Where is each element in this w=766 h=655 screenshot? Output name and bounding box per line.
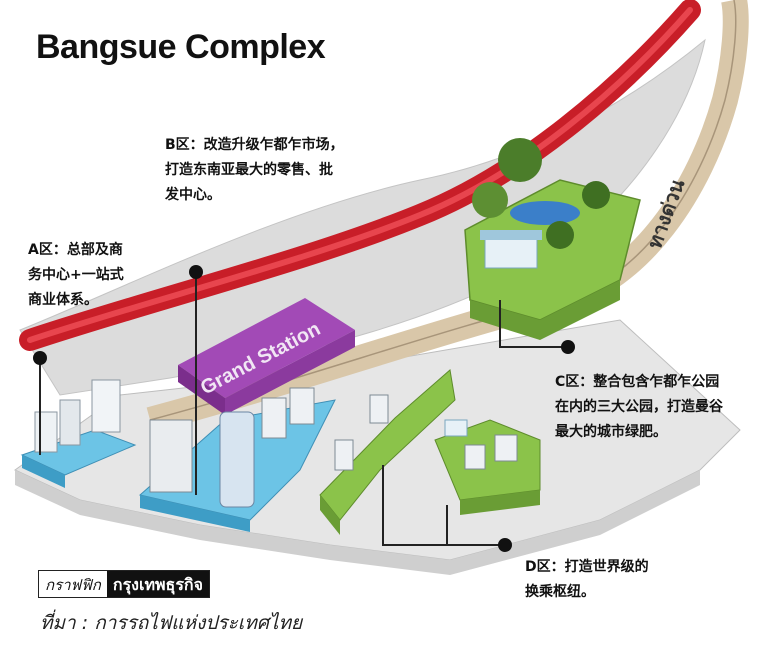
zone-c-line: 在内的三大公园，打造曼谷 [555, 399, 723, 415]
zone-a-annotation: A区：总部及商 务中心+一站式 商业体系。 [28, 238, 124, 313]
leader-a-dot [33, 351, 47, 365]
zone-d-line: 换乘枢纽。 [525, 584, 595, 600]
park-pavilion [484, 237, 538, 269]
zone-b-side [140, 495, 250, 532]
zone-d-line: D区：打造世界级的 [525, 559, 649, 575]
tree [582, 181, 610, 209]
zone-a-line: A区：总部及商 [28, 242, 123, 258]
zone-d-building [334, 439, 354, 471]
graphic-credit: กราฟฟิก กรุงเทพธุรกิจ [38, 570, 210, 598]
leader-c-dot [561, 340, 575, 354]
zone-b-line: 发中心。 [165, 187, 221, 203]
zone-d-building [464, 444, 486, 470]
zone-d-building [369, 394, 389, 424]
leader-lines [39, 272, 568, 546]
park-pond [510, 201, 580, 225]
credit-graphic-label: กราฟฟิก [39, 571, 107, 597]
zone-c-line: 最大的城市绿肥。 [555, 424, 667, 440]
source-note: ที่มา : การรถไฟแห่งประเทศไทย [40, 612, 303, 634]
zone-a-building [91, 379, 121, 433]
zone-a-side [22, 455, 65, 488]
zone-b-annotation: B区：改造升级乍都乍市场， 打造东南亚最大的零售、批 发中心。 [165, 133, 344, 208]
zone-d-strip-side [320, 495, 340, 535]
zone-b-line: 打造东南亚最大的零售、批 [165, 162, 333, 178]
zone-b-building [289, 387, 315, 425]
grand-station-top [178, 298, 355, 398]
zone-a-line: 务中心+一站式 [28, 267, 124, 283]
platform-edge [15, 470, 700, 575]
tree [546, 221, 574, 249]
red-rail-highlight [27, 7, 693, 343]
zone-b-building [261, 397, 287, 439]
tree [472, 182, 508, 218]
credit-publisher: กรุงเทพธุรกิจ [106, 571, 209, 597]
grand-station-side [178, 365, 225, 415]
zone-b-building [149, 419, 193, 493]
zone-b-line: B区：改造升级乍都乍市场， [165, 137, 344, 153]
park-pavilion-roof [480, 230, 542, 240]
leader-d [382, 465, 505, 546]
railway-wedge [19, 38, 706, 396]
zone-a-building [59, 399, 81, 446]
zone-a-line: 商业体系。 [28, 292, 98, 308]
zone-d-annotation: D区：打造世界级的 换乘枢纽。 [525, 555, 649, 605]
zone-d-park-side [460, 490, 540, 515]
zone-d-pavilion [444, 419, 468, 437]
tree [498, 138, 542, 182]
zone-c-park-side [470, 280, 620, 340]
grand-station-front [225, 330, 355, 415]
leader-d-dot [498, 538, 512, 552]
zone-c-line: C区：整合包含乍都乍公园 [555, 374, 720, 390]
zone-c-annotation: C区：整合包含乍都乍公园 在内的三大公园，打造曼谷 最大的城市绿肥。 [555, 370, 723, 445]
diagram-title: Bangsue Complex [36, 28, 326, 66]
zone-a-building [34, 411, 58, 453]
leader-b-dot [189, 265, 203, 279]
leader-c [499, 300, 568, 348]
zone-d-building [494, 434, 518, 462]
zone-b-tower [219, 411, 255, 508]
